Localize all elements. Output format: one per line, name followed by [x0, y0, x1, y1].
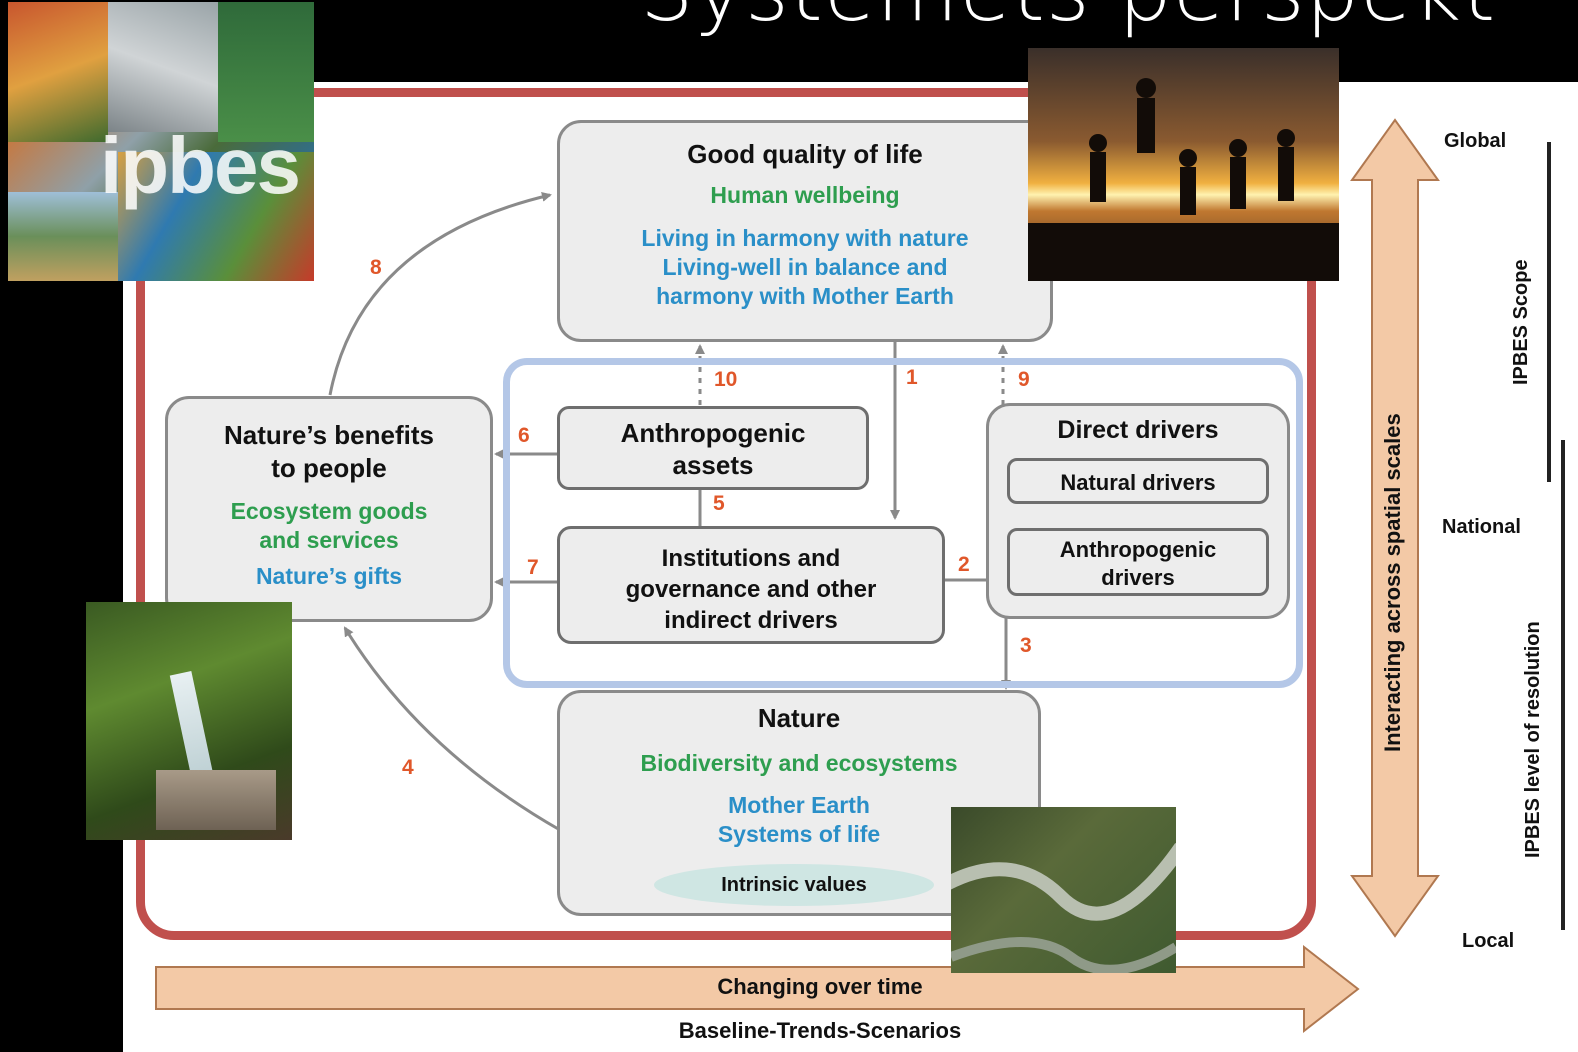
trees-tile	[218, 2, 314, 142]
water-spring-image	[86, 602, 292, 840]
arrow-number-4: 4	[402, 756, 414, 779]
box-natures-benefits: Nature’s benefits to people Ecosystem go…	[165, 396, 493, 622]
box-natural-drivers: Natural drivers	[1007, 458, 1269, 504]
scope-bar	[1547, 142, 1551, 482]
intrinsic-values-ellipse: Intrinsic values	[654, 864, 934, 906]
institutions-line-3: indirect drivers	[664, 607, 838, 634]
spatial-scale-arrow	[1350, 118, 1440, 938]
box-anthropogenic-assets: Anthropogenic assets	[557, 406, 869, 490]
natural-drivers-label: Natural drivers	[1060, 470, 1216, 495]
assets-title-1: Anthropogenic	[620, 418, 806, 448]
resolution-label: IPBES level of resolution	[1522, 621, 1544, 858]
ipbes-collage-image: ipbes	[8, 2, 314, 281]
forest-tile	[8, 2, 108, 142]
benefits-green-2: and services	[259, 527, 399, 553]
scale-national: National	[1442, 516, 1521, 538]
arrow-number-6: 6	[518, 424, 530, 447]
scale-global: Global	[1444, 130, 1507, 152]
nature-blue-2: Systems of life	[717, 821, 881, 847]
nature-blue-1: Mother Earth	[728, 792, 870, 818]
nature-title: Nature	[757, 703, 841, 733]
interacting-label: Interacting across spatial scales	[1380, 413, 1405, 752]
river-curve	[951, 842, 1176, 973]
time-sub-label: Baseline-Trends-Scenarios	[678, 1018, 962, 1043]
box-anthropogenic-drivers: Anthropogenic drivers	[1007, 528, 1269, 596]
rock-tile	[108, 2, 218, 132]
jumping-people-silhouettes	[1028, 78, 1339, 281]
quality-title: Good quality of life	[687, 139, 923, 169]
quality-green: Human wellbeing	[710, 182, 900, 208]
arrow-4	[343, 626, 561, 832]
ipbes-logo-text: ipbes	[100, 121, 301, 210]
arrow-number-1: 1	[906, 366, 918, 389]
benefits-title-2: to people	[271, 453, 387, 483]
river-aerial-image	[951, 807, 1176, 973]
highlight-frame-red	[136, 88, 1316, 940]
intrinsic-values-label: Intrinsic values	[721, 874, 867, 896]
arrow-number-5: 5	[713, 492, 725, 515]
hands-tile	[118, 152, 314, 281]
nature-green: Biodiversity and ecosystems	[640, 750, 958, 776]
benefits-title-1: Nature’s benefits	[224, 420, 434, 450]
quality-blue-1: Living in harmony with nature	[641, 225, 969, 251]
arrow-number-10: 10	[714, 368, 738, 391]
assets-title-2: assets	[672, 450, 754, 480]
arrow-number-8: 8	[370, 256, 382, 279]
quality-blue-3: harmony with Mother Earth	[656, 283, 954, 309]
benefits-green-1: Ecosystem goods	[230, 498, 428, 524]
stone-trough	[156, 770, 276, 830]
anthro-drivers-2: drivers	[1101, 565, 1175, 590]
arrow-number-9: 9	[1018, 368, 1030, 391]
highlight-frame-blue	[503, 358, 1303, 688]
benefits-blue: Nature’s gifts	[255, 563, 403, 589]
arrow-number-3: 3	[1020, 634, 1032, 657]
anthro-drivers-1: Anthropogenic	[1059, 537, 1217, 562]
arrow-number-2: 2	[958, 553, 970, 576]
arrow-8	[328, 191, 552, 396]
time-label: Changing over time	[717, 974, 923, 999]
direct-title: Direct drivers	[1057, 416, 1219, 444]
scale-local: Local	[1462, 930, 1515, 952]
quality-blue-2: Living-well in balance and	[662, 254, 948, 280]
arrow-number-7: 7	[527, 556, 539, 579]
box-institutions: Institutions and governance and other in…	[557, 526, 945, 644]
institutions-line-2: governance and other	[625, 576, 877, 603]
institutions-line-1: Institutions and	[661, 545, 841, 572]
lake-tile	[8, 192, 118, 281]
slide-title: Systemets perspekt	[640, 0, 1496, 40]
sunset-people-image	[1028, 48, 1339, 281]
resolution-bar	[1561, 440, 1565, 930]
scope-label: IPBES Scope	[1510, 259, 1532, 385]
